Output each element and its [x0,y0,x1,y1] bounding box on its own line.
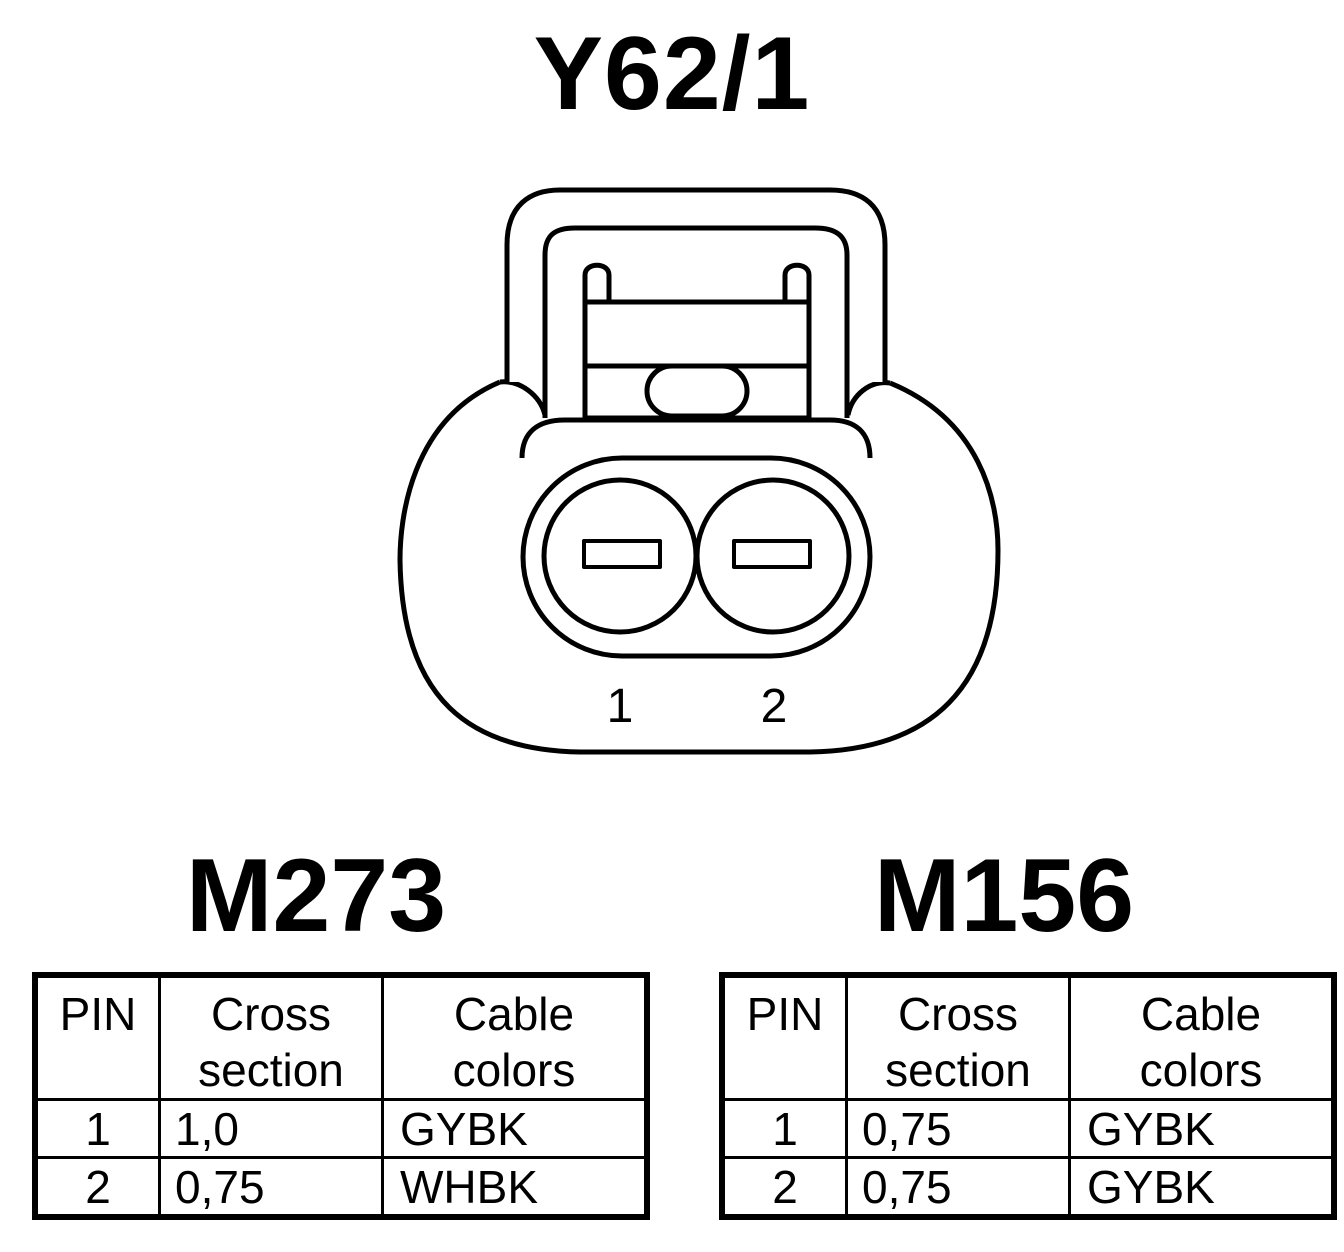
cell-cross-section: 0,75 [845,1156,1071,1219]
connector-right-ear [845,380,891,416]
cell-pin: 2 [720,1156,848,1219]
latch-left-tine [582,262,612,302]
latch-outer-frame [504,187,888,382]
table-header-row: PIN Cross section Cable colors [33,973,649,1101]
header-cross-line2: section [885,1044,1031,1096]
latch-button [644,363,750,419]
cell-cable-color: GYBK [1068,1156,1336,1219]
pin-2-label: 2 [761,680,788,733]
table-header-row: PIN Cross section Cable colors [720,973,1336,1101]
cell-cross-section: 0,75 [158,1156,384,1219]
latch-inner-frame [542,225,850,418]
header-cross-line1: Cross [897,988,1019,1040]
header-cable-line2: colors [452,1044,576,1096]
header-cable-colors: Cable colors [381,973,649,1101]
header-pin: PIN [33,973,161,1101]
cell-pin: 2 [33,1156,161,1219]
engine-title-m156: M156 [873,838,1135,954]
connector-inner-housing [519,417,873,459]
header-cross-line2: section [198,1044,344,1096]
engine-title-m273: M273 [185,838,447,954]
table-row: 1 1,0 GYBK [33,1098,649,1159]
cell-pin: 1 [720,1098,848,1159]
header-cable-line1: Cable [453,988,575,1040]
cell-pin: 1 [33,1098,161,1159]
header-cross-section: Cross section [158,973,384,1101]
pin-table-m273: PIN Cross section Cable colors 1 1,0 GYB… [32,972,650,1220]
connector-title: Y62/1 [533,16,811,132]
pin-1-cavity [541,477,699,635]
pin-1-blade [582,539,662,569]
cell-cable-color: WHBK [381,1156,649,1219]
header-cable-line1: Cable [1140,988,1262,1040]
table-row: 1 0,75 GYBK [720,1098,1336,1159]
cell-cross-section: 1,0 [158,1098,384,1159]
header-cable-colors: Cable colors [1068,973,1336,1101]
pin-2-blade [732,539,812,569]
cell-cable-color: GYBK [381,1098,649,1159]
header-pin: PIN [720,973,848,1101]
pin-2-cavity [694,477,852,635]
pin-1-label: 1 [607,680,634,733]
pin-table-m156: PIN Cross section Cable colors 1 0,75 GY… [719,972,1337,1220]
table-row: 2 0,75 GYBK [720,1156,1336,1219]
cell-cable-color: GYBK [1068,1098,1336,1159]
header-cross-section: Cross section [845,973,1071,1101]
header-cable-line2: colors [1139,1044,1263,1096]
table-row: 2 0,75 WHBK [33,1156,649,1219]
header-cross-line1: Cross [210,988,332,1040]
connector-drawing: 1 2 [397,187,1001,755]
cell-cross-section: 0,75 [845,1098,1071,1159]
latch-right-tine [782,262,812,302]
